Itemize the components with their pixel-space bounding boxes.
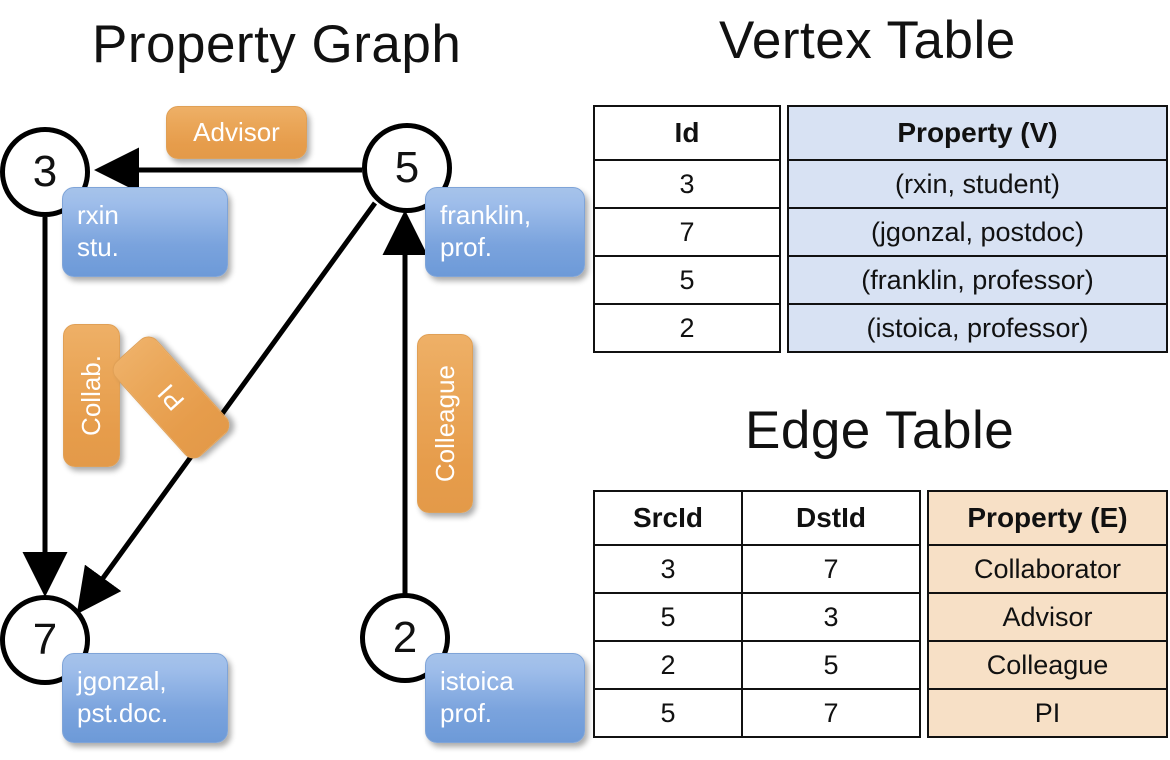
edge-table-spacer — [920, 593, 928, 641]
vertex-row-3-property: (istoica, professor) — [787, 303, 1168, 353]
vertex-property-box-3[interactable]: rxin stu. — [62, 187, 228, 277]
edge-row-3-property: PI — [927, 688, 1168, 738]
property-graph-diagram: 3 5 7 2 rxin stu. franklin, prof. jgonza… — [0, 106, 585, 743]
edge-label-collab[interactable]: Collab. — [63, 324, 120, 467]
vertex-table-header-row: Id Property (V) — [593, 105, 1168, 161]
edge-row-2-dst: 5 — [741, 640, 921, 690]
edge-row-0-dst: 7 — [741, 544, 921, 594]
edge-table-header-row: SrcId DstId Property (E) — [593, 490, 1168, 546]
edge-table: SrcId DstId Property (E) 3 7 Collaborato… — [593, 490, 1168, 738]
vertex-row-2-id: 5 — [593, 255, 781, 305]
graph-node-2-id: 2 — [392, 613, 418, 662]
edge-row-0-property: Collaborator — [927, 544, 1168, 594]
graph-node-3-id: 3 — [32, 147, 58, 196]
edge-row-3-src: 5 — [593, 688, 743, 738]
vertex-property-box-3-line1: rxin — [77, 200, 119, 231]
page-title-vertex-table: Vertex Table — [719, 11, 1016, 70]
graph-node-2[interactable]: 2 — [360, 593, 450, 683]
vertex-property-box-7-line1: jgonzal, — [77, 666, 167, 697]
vertex-property-box-2-line2: prof. — [440, 698, 493, 728]
vertex-table-spacer — [780, 304, 788, 352]
edge-label-colleague-text: Colleague — [429, 364, 460, 483]
vertex-property-box-7[interactable]: jgonzal, pst.doc. — [62, 653, 228, 743]
edge-table-header-srcid: SrcId — [593, 490, 743, 546]
vertex-row-0-id: 3 — [593, 159, 781, 209]
vertex-table-spacer — [780, 208, 788, 256]
table-row[interactable]: 5 (franklin, professor) — [593, 255, 1168, 305]
edge-table-header-property: Property (E) — [927, 490, 1168, 546]
vertex-row-1-property: (jgonzal, postdoc) — [787, 207, 1168, 257]
edge-label-pi-text: PI — [151, 378, 190, 417]
edge-table-spacer — [920, 545, 928, 593]
graph-node-5-id: 5 — [394, 143, 420, 192]
edge-label-collab-text: Collab. — [76, 355, 106, 436]
vertex-property-box-7-line2: pst.doc. — [77, 698, 169, 728]
edge-row-1-src: 5 — [593, 592, 743, 642]
edge-table-header-dstid: DstId — [741, 490, 921, 546]
vertex-row-0-property: (rxin, student) — [787, 159, 1168, 209]
edge-row-0-src: 3 — [593, 544, 743, 594]
vertex-property-box-5-line1: franklin, — [440, 200, 532, 231]
table-row[interactable]: 5 3 Advisor — [593, 592, 1168, 642]
edge-5-to-7-pi — [76, 201, 378, 615]
vertex-row-3-id: 2 — [593, 303, 781, 353]
vertex-property-box-5[interactable]: franklin, prof. — [425, 187, 585, 277]
table-row[interactable]: 7 (jgonzal, postdoc) — [593, 207, 1168, 257]
table-row[interactable]: 5 7 PI — [593, 688, 1168, 738]
edge-table-spacer — [920, 641, 928, 689]
graph-edges-svg — [22, 147, 428, 615]
table-row[interactable]: 3 (rxin, student) — [593, 159, 1168, 209]
edge-row-2-property: Colleague — [927, 640, 1168, 690]
edge-row-2-src: 2 — [593, 640, 743, 690]
edge-label-advisor-text: Advisor — [193, 117, 280, 147]
table-row[interactable]: 3 7 Collaborator — [593, 544, 1168, 594]
edge-label-colleague[interactable]: Colleague — [417, 334, 473, 513]
vertex-property-box-5-line2: prof. — [440, 232, 493, 262]
vertex-property-box-2-line1: istoica — [440, 666, 514, 697]
vertex-table: Id Property (V) 3 (rxin, student) 7 (jgo… — [593, 105, 1168, 353]
vertex-table-header-property: Property (V) — [787, 105, 1168, 161]
edge-table-spacer — [920, 491, 928, 545]
vertex-table-spacer — [780, 160, 788, 208]
graph-node-7-id: 7 — [32, 615, 58, 664]
vertex-table-header-id: Id — [593, 105, 781, 161]
table-row[interactable]: 2 (istoica, professor) — [593, 303, 1168, 353]
page-title-property-graph: Property Graph — [92, 15, 462, 74]
vertex-property-box-3-line2: stu. — [77, 232, 119, 262]
table-row[interactable]: 2 5 Colleague — [593, 640, 1168, 690]
edge-row-1-property: Advisor — [927, 592, 1168, 642]
edge-label-advisor[interactable]: Advisor — [166, 106, 307, 159]
vertex-row-2-property: (franklin, professor) — [787, 255, 1168, 305]
vertex-row-1-id: 7 — [593, 207, 781, 257]
vertex-property-box-2[interactable]: istoica prof. — [425, 653, 585, 743]
edge-row-1-dst: 3 — [741, 592, 921, 642]
vertex-table-spacer — [780, 106, 788, 160]
edge-table-spacer — [920, 689, 928, 737]
edge-row-3-dst: 7 — [741, 688, 921, 738]
vertex-table-spacer — [780, 256, 788, 304]
page-title-edge-table: Edge Table — [745, 401, 1015, 460]
